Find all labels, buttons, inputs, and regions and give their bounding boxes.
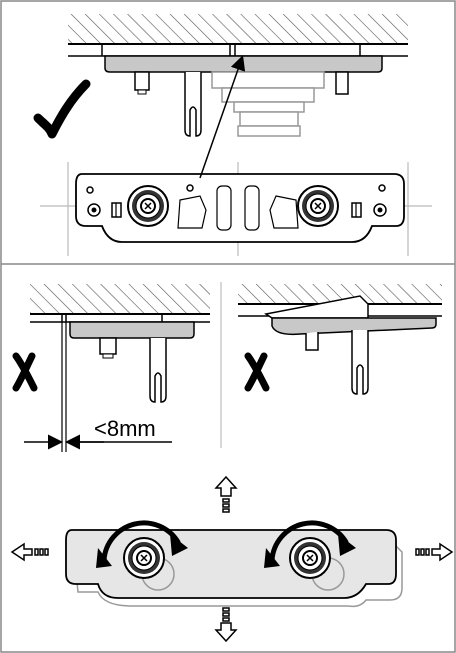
mounting-plate-side [104, 55, 383, 73]
knob-left-icon [127, 185, 169, 227]
arrow-down-icon [214, 607, 238, 643]
arrow-up-icon [214, 475, 238, 513]
arrow-right-icon [415, 542, 454, 562]
rotate-arrow-right-icon [269, 520, 349, 563]
panel-incorrect: <8mm [16, 282, 442, 452]
hook [184, 72, 202, 137]
panel-correct [33, 14, 432, 256]
check-icon [33, 79, 91, 139]
rotate-arrow-left-icon [101, 520, 181, 563]
ceiling-hatch [68, 14, 408, 44]
knob-right-icon [297, 185, 339, 227]
cross-icon-left [16, 356, 34, 388]
pointer-arrow [199, 55, 246, 179]
arrow-left-icon [10, 542, 49, 562]
cross-icon-right [248, 356, 266, 388]
panel-adjust [10, 475, 454, 643]
gap-label: <8mm [94, 416, 156, 441]
adjust-knob-left-icon [123, 537, 165, 579]
adjust-knob-right-icon [289, 537, 331, 579]
